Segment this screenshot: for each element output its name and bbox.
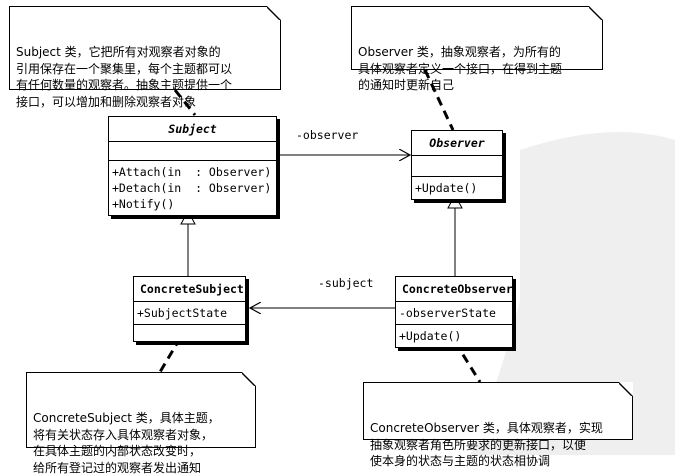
operation: +Attach(in : Observer) [112,165,272,179]
class-attributes-concrete-observer: -observerState [396,302,512,325]
note-anchor-subject [173,89,197,116]
class-concrete-subject[interactable]: ConcreteSubject +SubjectState [133,276,246,342]
attribute: +SubjectState [137,306,228,320]
watermark-shape [470,132,675,455]
note-fold [589,6,603,20]
class-concrete-observer[interactable]: ConcreteObserver -observerState +Update(… [395,276,513,348]
association-label-observer: -observer [296,128,359,142]
class-attributes-observer [412,156,502,177]
class-name-concrete-subject: ConcreteSubject [134,277,245,302]
note-fold [267,6,281,20]
note-subject: Subject 类，它把所有对观察者对象的 引用保存在一个聚集里，每个主题都可以… [9,6,281,109]
class-name-observer: Observer [412,131,502,156]
note-fold [242,372,256,386]
class-observer[interactable]: Observer +Update() [411,130,503,200]
class-name-concrete-observer: ConcreteObserver [396,277,513,302]
operation: +Detach(in : Observer) [112,181,272,195]
note-concrete-observer-text: ConcreteObserver 类，具体观察者，实现 抽象观察者角色所要求的更… [370,421,603,468]
class-attributes-concrete-subject: +SubjectState [134,302,245,325]
association-label-subject: -subject [318,276,374,290]
generalization-arrow-observer [447,193,463,209]
note-observer: Observer 类，抽象观察者，为所有的 具体观察者定义一个接口，在得到主题 … [351,6,603,92]
note-concrete-subject: ConcreteSubject 类，具体主题， 将有关状态存入具体观察者对象， … [26,372,256,475]
attribute: -observerState [399,306,496,320]
class-subject[interactable]: Subject +Attach(in : Observer) +Detach(i… [108,116,277,216]
class-name-subject: Subject [109,117,276,142]
note-fold [619,382,633,396]
note-observer-text: Observer 类，抽象观察者，为所有的 具体观察者定义一个接口，在得到主题 … [358,45,563,92]
operation: +Notify() [112,197,175,211]
operation: +Update() [415,181,478,195]
operation: +Update() [399,329,462,343]
note-concrete-subject-text: ConcreteSubject 类，具体主题， 将有关状态存入具体观察者对象， … [33,411,220,475]
note-subject-text: Subject 类，它把所有对观察者对象的 引用保存在一个聚集里，每个主题都可以… [16,45,233,109]
class-operations-concrete-subject [134,325,245,341]
class-attributes-subject [109,142,276,161]
note-concrete-observer: ConcreteObserver 类，具体观察者，实现 抽象观察者角色所要求的更… [363,382,633,468]
note-anchor-observer [423,69,455,131]
generalization-arrow-subject [180,209,196,225]
note-anchor-concrete-subject [158,324,190,373]
class-operations-observer: +Update() [412,177,502,199]
class-operations-concrete-observer: +Update() [396,325,512,347]
note-anchor-concrete-observer [453,341,482,383]
diagram-connectors [158,69,675,455]
class-operations-subject: +Attach(in : Observer) +Detach(in : Obse… [109,161,276,215]
